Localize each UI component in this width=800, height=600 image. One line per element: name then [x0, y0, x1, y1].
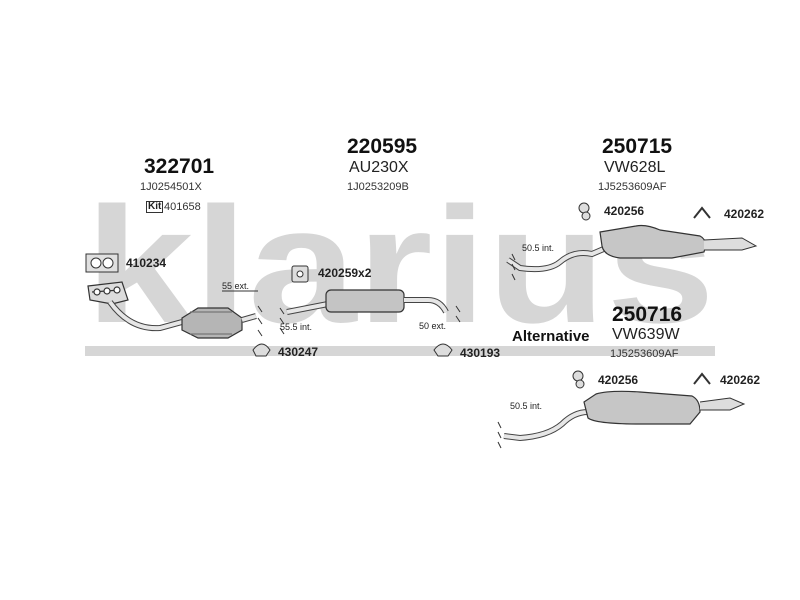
cat-part-number: 322701	[144, 155, 215, 178]
dim-ext-center: 50 ext.	[419, 321, 447, 331]
alt-code: VW639W	[612, 326, 680, 343]
hanger-label: 420259x2	[318, 266, 372, 280]
clamp-number-front: 430247	[278, 345, 319, 359]
alt-part-number: 250716	[612, 303, 683, 326]
center-part-number: 220595	[347, 135, 418, 158]
rear-part-number: 250715	[602, 135, 673, 158]
mount-left-alt	[572, 370, 585, 389]
catalytic-converter-pipe	[87, 281, 257, 339]
rear-oe-number: 1J5253609AF	[598, 181, 667, 193]
dim-int-front: 55.5 int.	[280, 322, 313, 332]
hanger-420259-part	[291, 265, 309, 283]
center-oe-number: 1J0253209B	[347, 181, 409, 193]
clamp-430193-part	[433, 343, 453, 357]
cat-oe-number: 1J0254501X	[140, 181, 202, 193]
alt-dim-int: 50.5 int.	[510, 401, 543, 411]
center-code: AU230X	[349, 159, 409, 176]
alt-mount-right: 420262	[720, 373, 761, 387]
rear-dim-int: 50.5 int.	[522, 243, 555, 253]
watermark-underline	[85, 346, 715, 356]
rear-silencer-250716	[497, 390, 746, 449]
mount-right-alt	[693, 372, 711, 385]
dim-ext-front: 55 ext.	[222, 281, 250, 291]
kit-number: 401658	[164, 201, 201, 213]
clamp-430247-part	[252, 343, 271, 357]
dimension-marks-front	[222, 290, 285, 337]
clamp-number-center: 430193	[460, 346, 501, 360]
mount-left-top	[578, 202, 591, 221]
alt-oe-number: 1J5253609AF	[610, 348, 679, 360]
rear-code: VW628L	[604, 159, 666, 176]
rear-mount-left: 420256	[604, 204, 645, 218]
kit-badge: Kit	[146, 201, 164, 213]
rear-silencer-250715	[506, 224, 758, 281]
gasket-number: 410234	[126, 256, 167, 270]
gasket-410234-part	[85, 253, 119, 273]
rear-mount-right: 420262	[724, 207, 765, 221]
mount-right-top	[693, 206, 711, 219]
center-silencer-pipe	[286, 289, 461, 323]
alternative-label: Alternative	[512, 328, 590, 345]
alt-mount-left: 420256	[598, 373, 639, 387]
